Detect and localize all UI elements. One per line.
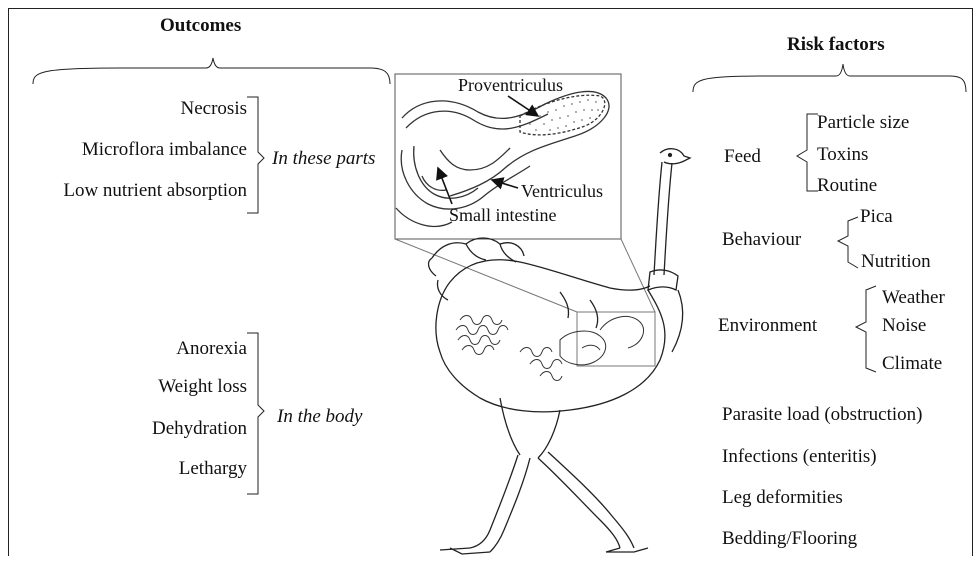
body-label: In the body bbox=[277, 406, 362, 428]
label-proventriculus: Proventriculus bbox=[458, 74, 563, 96]
risk-bedding-flooring: Bedding/Flooring bbox=[722, 528, 857, 550]
parts-bracket bbox=[247, 97, 264, 213]
feed-bracket bbox=[797, 114, 818, 191]
outcome-dehydration: Dehydration bbox=[152, 418, 247, 440]
outcome-anorexia: Anorexia bbox=[176, 338, 247, 360]
zoom-region-box bbox=[577, 312, 655, 366]
risk-factors-brace bbox=[693, 64, 966, 92]
risk-environment-label: Environment bbox=[718, 315, 817, 337]
outcomes-brace bbox=[33, 58, 390, 84]
risk-feed-routine: Routine bbox=[817, 175, 877, 197]
intestine-coils bbox=[456, 316, 644, 381]
parts-label: In these parts bbox=[272, 148, 375, 170]
risk-parasite-load: Parasite load (obstruction) bbox=[722, 404, 923, 426]
risk-leg-deformities: Leg deformities bbox=[722, 487, 843, 509]
risk-feed-toxins: Toxins bbox=[817, 144, 868, 166]
environment-bracket bbox=[856, 286, 876, 372]
outcome-microflora-imbalance: Microflora imbalance bbox=[82, 139, 247, 161]
outcome-weight-loss: Weight loss bbox=[158, 376, 247, 398]
risk-infections: Infections (enteritis) bbox=[722, 446, 877, 468]
risk-environment-noise: Noise bbox=[882, 315, 926, 337]
risk-environment-weather: Weather bbox=[882, 287, 945, 309]
behaviour-bracket bbox=[838, 217, 858, 268]
inset-stipple bbox=[529, 99, 599, 131]
label-small-intestine: Small intestine bbox=[449, 204, 557, 226]
risk-behaviour-nutrition: Nutrition bbox=[861, 251, 931, 273]
label-ventriculus: Ventriculus bbox=[521, 180, 603, 202]
outcome-necrosis: Necrosis bbox=[181, 98, 247, 120]
risk-behaviour-label: Behaviour bbox=[722, 229, 801, 251]
outcome-low-nutrient-absorption: Low nutrient absorption bbox=[63, 180, 247, 202]
risk-feed-particle-size: Particle size bbox=[817, 112, 909, 134]
outcomes-title: Outcomes bbox=[160, 15, 241, 37]
outcome-lethargy: Lethargy bbox=[179, 458, 247, 480]
risk-factors-title: Risk factors bbox=[787, 34, 885, 56]
risk-feed-label: Feed bbox=[724, 146, 761, 168]
risk-behaviour-pica: Pica bbox=[860, 206, 893, 228]
body-bracket bbox=[247, 333, 264, 494]
risk-environment-climate: Climate bbox=[882, 353, 942, 375]
